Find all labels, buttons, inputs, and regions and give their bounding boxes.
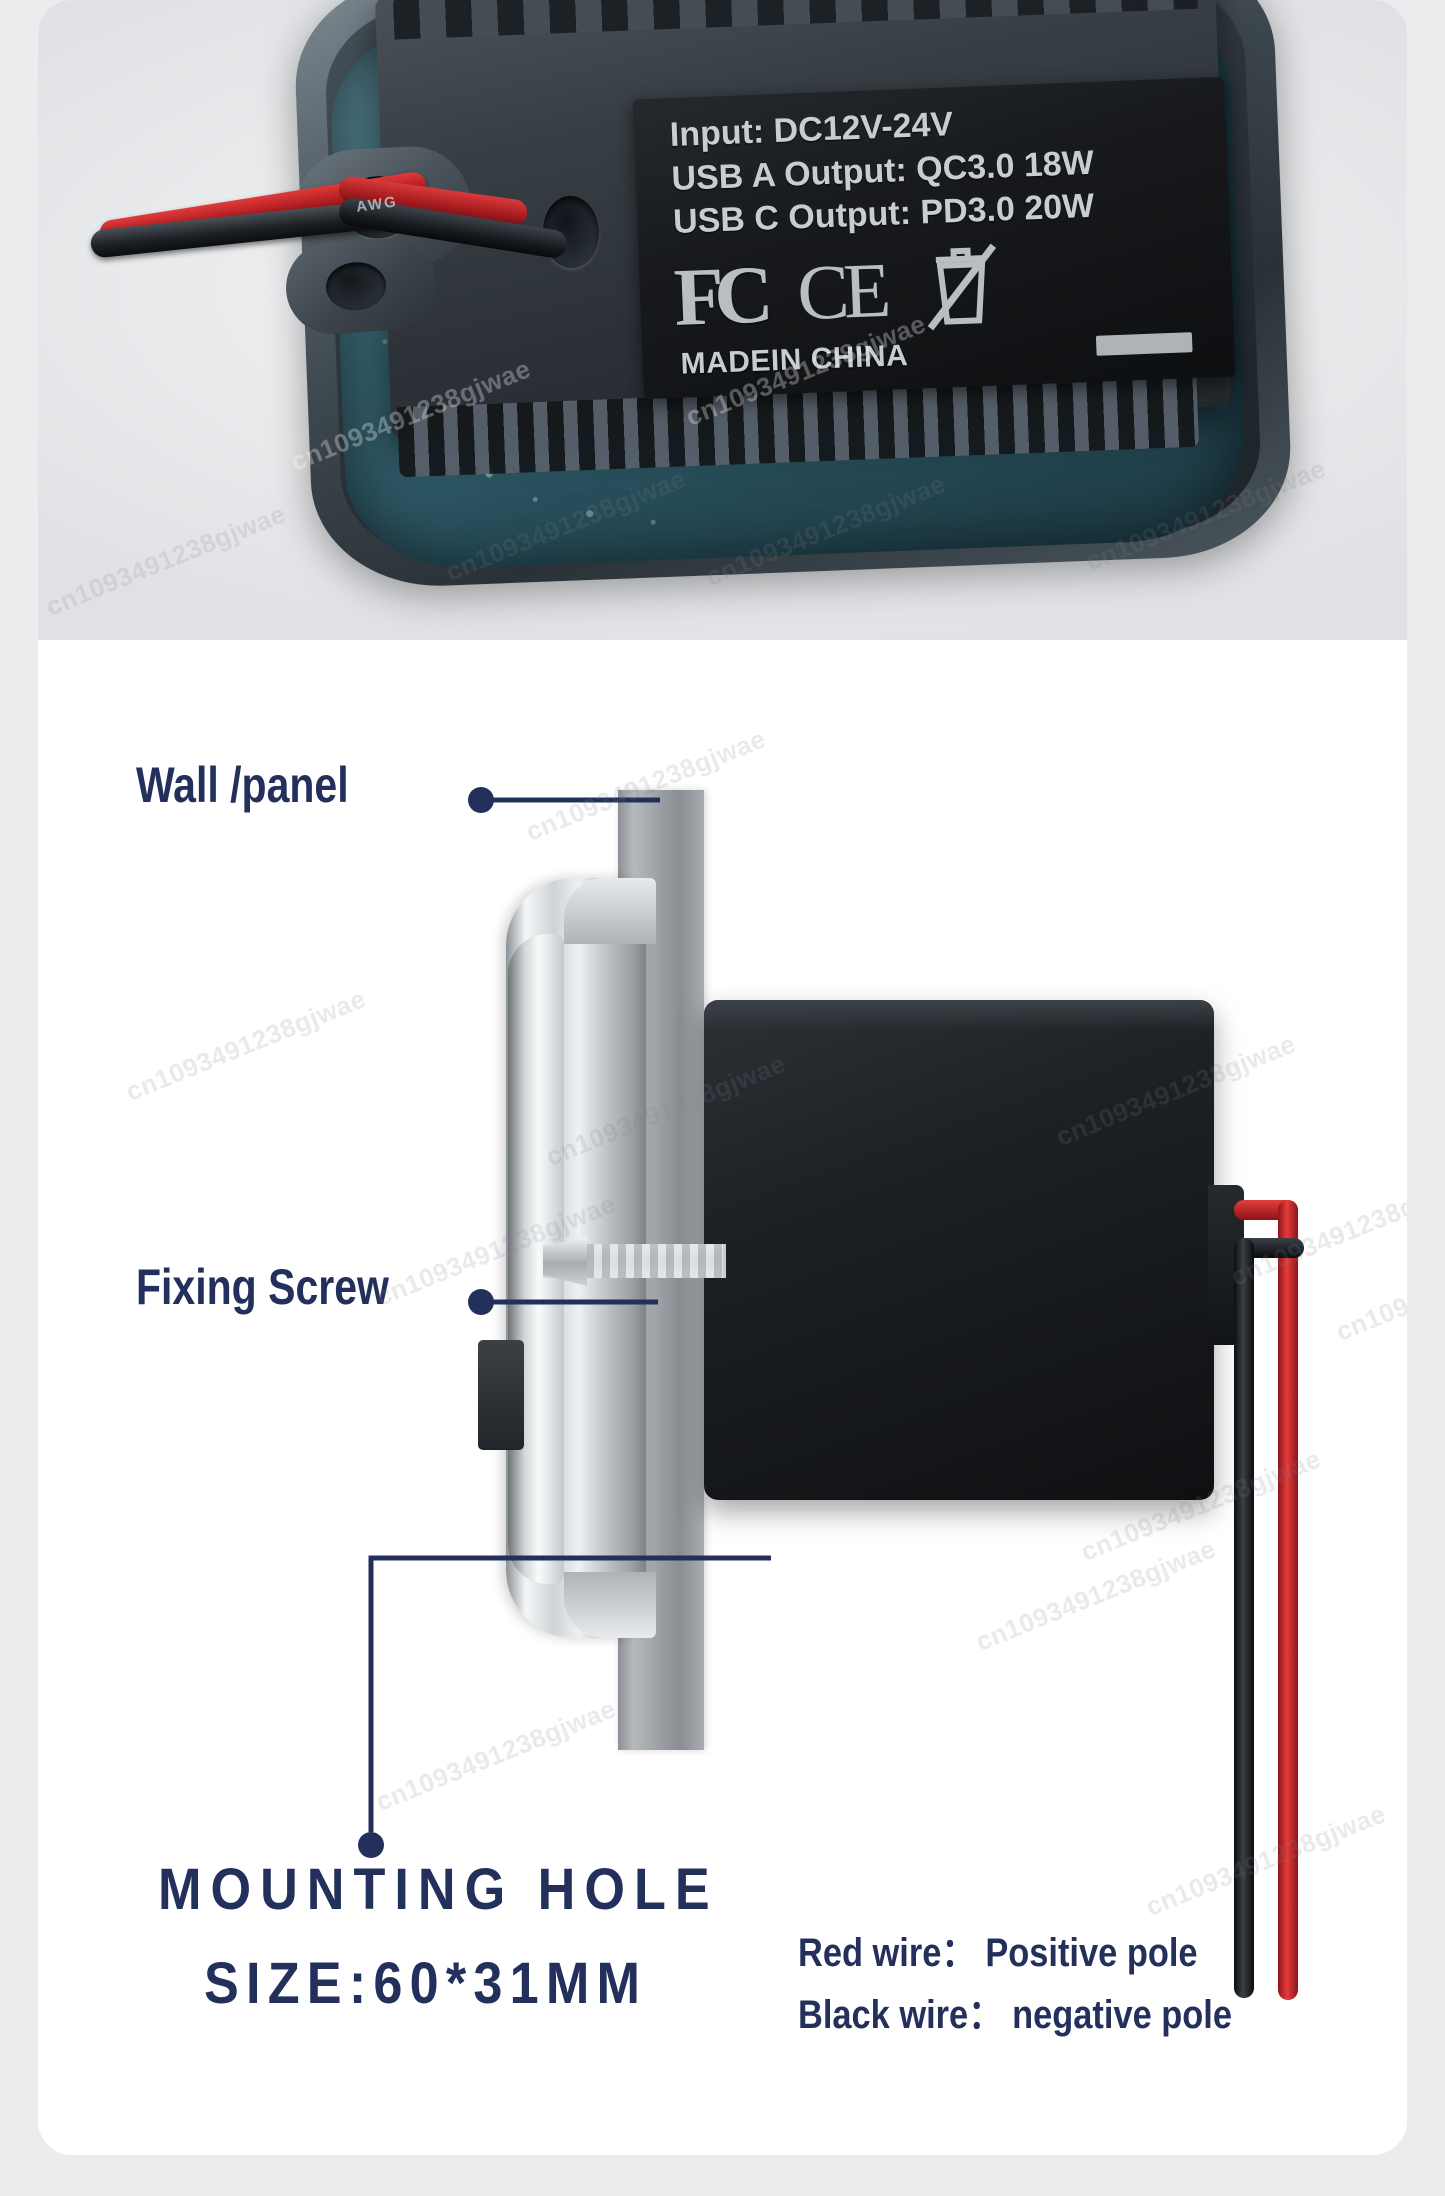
mounting-hole-line1: MOUNTING HOLE bbox=[158, 1857, 719, 1922]
mounting-boss-lower bbox=[282, 234, 440, 338]
product-detail-card: AWG Input: DC12V-24V USB A Output: QC3.0… bbox=[38, 0, 1407, 2155]
mounting-hole-line2: SIZE:60*31MM bbox=[204, 1951, 648, 2016]
bezel-side-tab bbox=[478, 1340, 524, 1450]
origin-text: MADEIN CHINA bbox=[680, 339, 909, 381]
screw-hole-lower bbox=[324, 260, 388, 313]
spec-label-sticker: Input: DC12V-24V USB A Output: QC3.0 18W… bbox=[632, 76, 1236, 400]
spec-label-text-block: Input: DC12V-24V USB A Output: QC3.0 18W… bbox=[669, 98, 1096, 245]
callout-label-fixing-screw: Fixing Screw bbox=[136, 1259, 389, 1315]
ce-icon: CE bbox=[795, 245, 887, 337]
callout-label-wall-panel: Wall /panel bbox=[136, 757, 349, 813]
fixing-screw-thread bbox=[586, 1244, 726, 1278]
black-wire-diagram bbox=[1234, 1238, 1254, 1998]
weee-crossed-bin-icon bbox=[917, 237, 1007, 336]
red-wire-diagram bbox=[1278, 1200, 1298, 2000]
product-photo-back-view: AWG Input: DC12V-24V USB A Output: QC3.0… bbox=[38, 0, 1407, 640]
wire-legend-red: Red wire： Positive pole bbox=[798, 1931, 1198, 1975]
bezel-lip-bottom bbox=[564, 1572, 656, 1638]
bezel-lip-top bbox=[564, 878, 656, 944]
certification-marks: FC CE bbox=[672, 237, 1006, 346]
wire-legend-black: Black wire： negative pole bbox=[798, 1993, 1232, 2037]
body-top-highlight bbox=[704, 1000, 1214, 1030]
installation-diagram bbox=[38, 640, 1407, 2155]
charger-rear-body bbox=[704, 1000, 1214, 1500]
fcc-icon: FC bbox=[672, 248, 766, 344]
label-silver-bar bbox=[1095, 332, 1193, 356]
